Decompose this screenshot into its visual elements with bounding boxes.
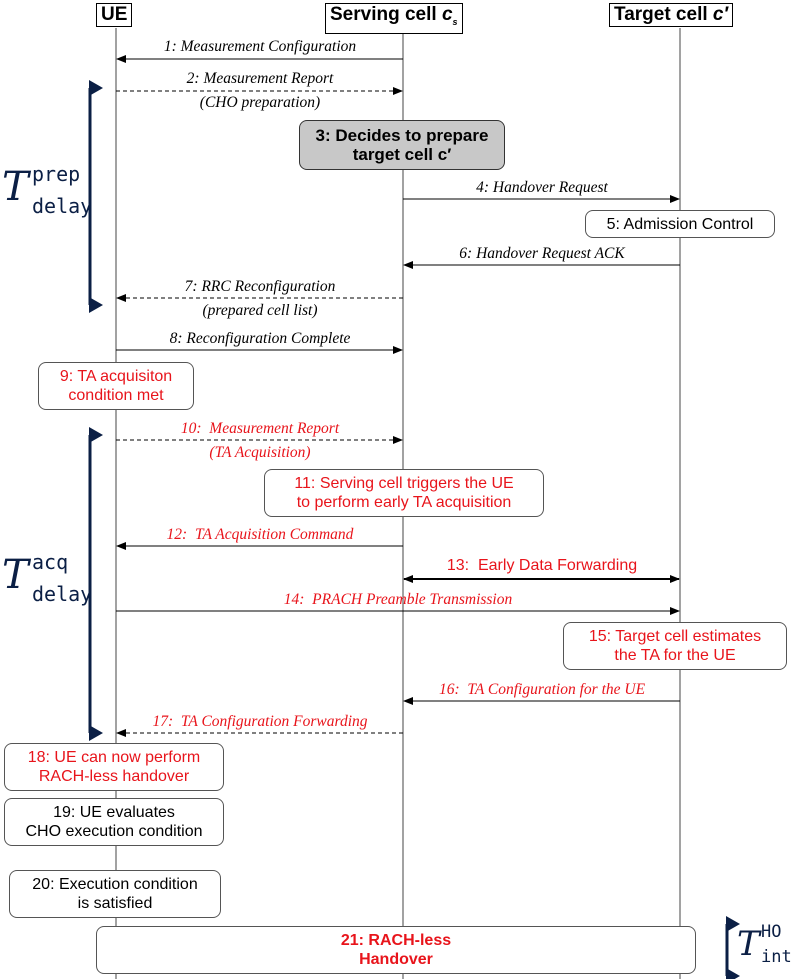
ho-delay-label: T HO int xyxy=(737,922,792,967)
header-serving-cell: Serving cell cs xyxy=(325,3,463,34)
msg-17-label: 17: TA Configuration Forwarding xyxy=(152,713,368,730)
msg-6-label: 6: Handover Request ACK xyxy=(459,245,625,262)
acq-delay-label: T acq delay xyxy=(2,550,93,606)
msg-16-label: 16: TA Configuration for the UE xyxy=(438,681,646,698)
msg-2-sublabel: (CHO preparation) xyxy=(199,94,321,111)
msg-12-label: 12: TA Acquisition Command xyxy=(166,526,354,543)
msg-7-label: 7: RRC Reconfiguration xyxy=(184,278,336,295)
prep-delay-label: T prep delay xyxy=(2,162,93,218)
msg-14-label: 14: PRACH Preamble Transmission xyxy=(283,591,513,608)
msg-7-sublabel: (prepared cell list) xyxy=(202,302,318,319)
msg-8-label: 8: Reconfiguration Complete xyxy=(169,330,351,347)
header-target-cell: Target cell c′ xyxy=(609,3,734,27)
header-ue: UE xyxy=(96,3,133,27)
msg-2-label: 2: Measurement Report xyxy=(186,70,334,87)
box-5-admission-control: 5: Admission Control xyxy=(585,210,775,238)
msg-1-label: 1: Measurement Configuration xyxy=(163,38,357,55)
msg-13-label: 13: Early Data Forwarding xyxy=(446,557,638,574)
msg-4-label: 4: Handover Request xyxy=(476,179,608,196)
msg-10-sublabel: (TA Acquisition) xyxy=(209,444,311,461)
msg-10-label: 10: Measurement Report xyxy=(180,420,340,437)
